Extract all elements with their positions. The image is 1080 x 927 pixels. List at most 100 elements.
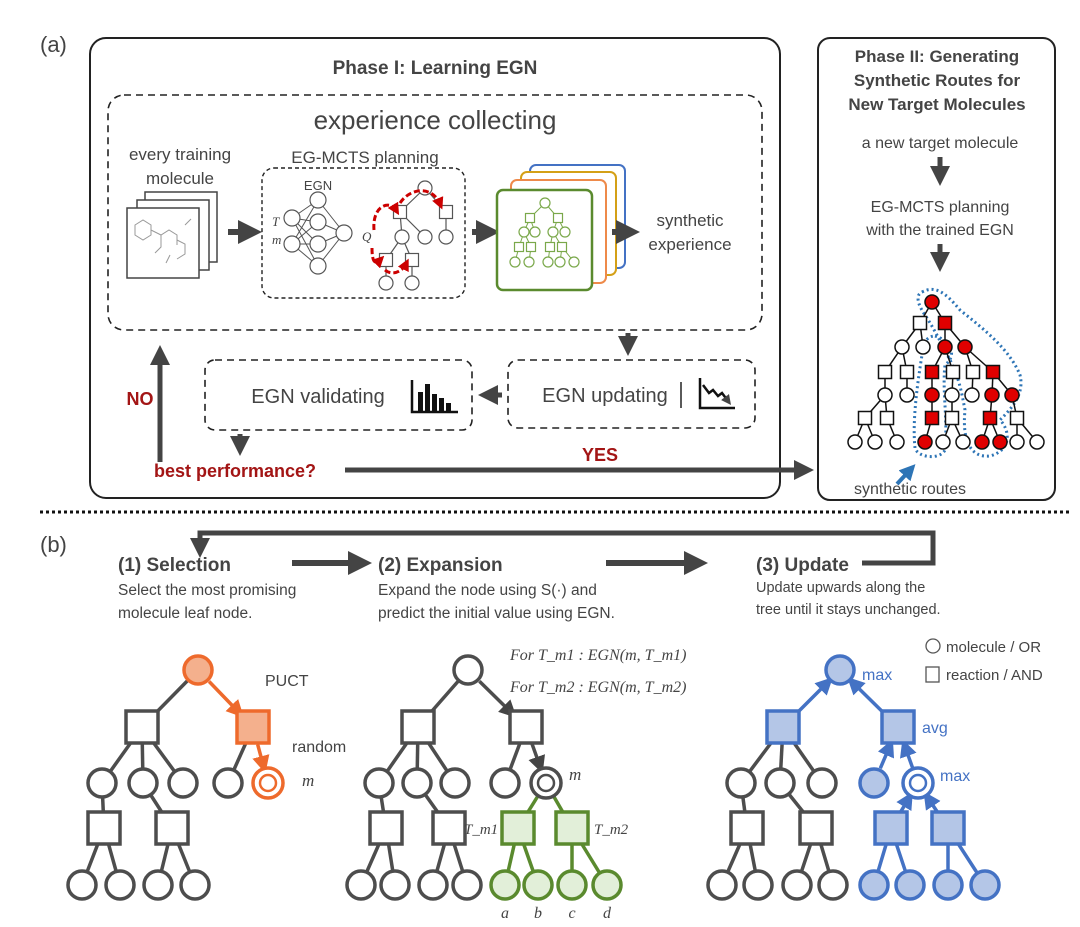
arrow-edge	[877, 738, 895, 769]
routes-pointer-arrow	[895, 464, 916, 486]
leaf-c-label: c	[568, 905, 575, 922]
phase2-planning-line1: EG-MCTS planning	[871, 199, 1010, 216]
molecule-node	[451, 869, 483, 901]
selected-molecule-inner	[258, 773, 278, 793]
molecule-node	[899, 387, 915, 403]
molecule-node	[86, 767, 118, 799]
molecule-node	[935, 434, 951, 450]
reaction-node	[552, 212, 564, 224]
phase2-title-line3: New Target Molecules	[848, 95, 1025, 114]
reaction-node	[154, 810, 190, 846]
mcts-tree-icon	[370, 180, 454, 291]
molecule-stack-icon	[126, 191, 218, 279]
molecule-node	[438, 229, 454, 245]
reaction-node	[880, 709, 916, 745]
phase1-title: Phase I: Learning EGN	[333, 58, 538, 79]
reaction-node	[438, 204, 454, 220]
reaction-node	[729, 810, 765, 846]
molecule-node	[764, 767, 796, 799]
molecule-node	[66, 869, 98, 901]
egn-validating-label: EGN validating	[251, 386, 384, 408]
reaction-node	[873, 810, 909, 846]
leaf-a-label: a	[501, 905, 509, 922]
molecule-node	[522, 869, 554, 901]
molecule-node	[781, 869, 813, 901]
molecule-node	[523, 256, 535, 268]
step3-desc-line2: tree until it stays unchanged.	[756, 602, 941, 618]
yes-label: YES	[582, 445, 618, 465]
selection-m-label: m	[302, 771, 314, 790]
arrow-edge	[896, 791, 913, 814]
reaction-node	[944, 410, 960, 426]
molecule-node	[847, 434, 863, 450]
red-search-arrow	[370, 247, 385, 269]
molecule-node	[417, 229, 433, 245]
for-t2-label: For T_m2 : EGN(m, T_m2)	[509, 679, 686, 696]
route-molecule-node	[957, 339, 973, 355]
molecule-node	[401, 767, 433, 799]
legend-square-icon	[925, 666, 940, 683]
new-target-label: a new target molecule	[862, 135, 1019, 152]
molecule-node	[379, 869, 411, 901]
arrow-edge	[252, 743, 270, 774]
expansion-tree	[345, 654, 623, 901]
molecule-node	[725, 767, 757, 799]
panel-b-label: (b)	[40, 532, 67, 557]
egn-label: EGN	[304, 178, 332, 193]
t2-label: T_m2	[594, 822, 629, 838]
nn-neuron	[309, 235, 327, 253]
molecule-node	[345, 869, 377, 901]
molecule-node	[489, 767, 521, 799]
molecule-node	[363, 767, 395, 799]
molecule-node	[858, 767, 890, 799]
route-molecule-node	[924, 387, 940, 403]
route-outline	[916, 287, 1023, 458]
reaction-node	[400, 709, 436, 745]
reaction-node	[513, 241, 525, 253]
update-avg-label: avg	[922, 720, 948, 737]
synthetic-routes-tree	[847, 287, 1045, 458]
leaf-d-label: d	[603, 905, 612, 922]
reaction-node	[965, 364, 981, 380]
update-max-node-label: max	[940, 768, 970, 785]
egn-updating-box	[507, 359, 756, 429]
training-molecule-line1: every training	[129, 145, 231, 164]
arrow-edge	[794, 677, 833, 716]
reaction-node	[124, 709, 160, 745]
molecule-node	[877, 387, 893, 403]
phase2-title-line1: Phase II: Generating	[855, 47, 1019, 66]
molecule-node	[932, 869, 964, 901]
reaction-node	[525, 241, 537, 253]
reaction-node	[912, 315, 928, 331]
reaction-node	[404, 252, 420, 268]
loop-arrow	[190, 530, 936, 566]
training-molecule-line2: molecule	[146, 169, 214, 188]
reaction-node	[378, 252, 394, 268]
reaction-node	[508, 709, 544, 745]
molecule-node	[212, 767, 244, 799]
nn-neuron	[309, 257, 327, 275]
route-cards-icon	[495, 164, 626, 292]
route-molecule-node	[937, 339, 953, 355]
reaction-node	[899, 364, 915, 380]
arrow-edge	[528, 743, 545, 774]
step2-desc-line2: predict the initial value using EGN.	[378, 605, 615, 622]
route-molecule-node	[984, 387, 1000, 403]
reaction-node	[1009, 410, 1025, 426]
molecule-node	[955, 434, 971, 450]
arrow-edge	[847, 677, 887, 716]
route-molecule-node	[974, 434, 990, 450]
nn-edge	[291, 217, 319, 267]
reaction-node	[431, 810, 467, 846]
reaction-node	[544, 241, 556, 253]
molecule-node	[559, 226, 571, 238]
legend-molecule-label: molecule / OR	[946, 639, 1041, 656]
selected-molecule-inner	[536, 773, 556, 793]
egn-network-icon	[283, 191, 353, 275]
legend-reaction-label: reaction / AND	[946, 667, 1043, 684]
phase2-title-line2: Synthetic Routes for	[854, 71, 1021, 90]
selection-tree	[66, 654, 285, 901]
route-molecule-node	[917, 434, 933, 450]
leaf-b-label: b	[534, 905, 542, 922]
